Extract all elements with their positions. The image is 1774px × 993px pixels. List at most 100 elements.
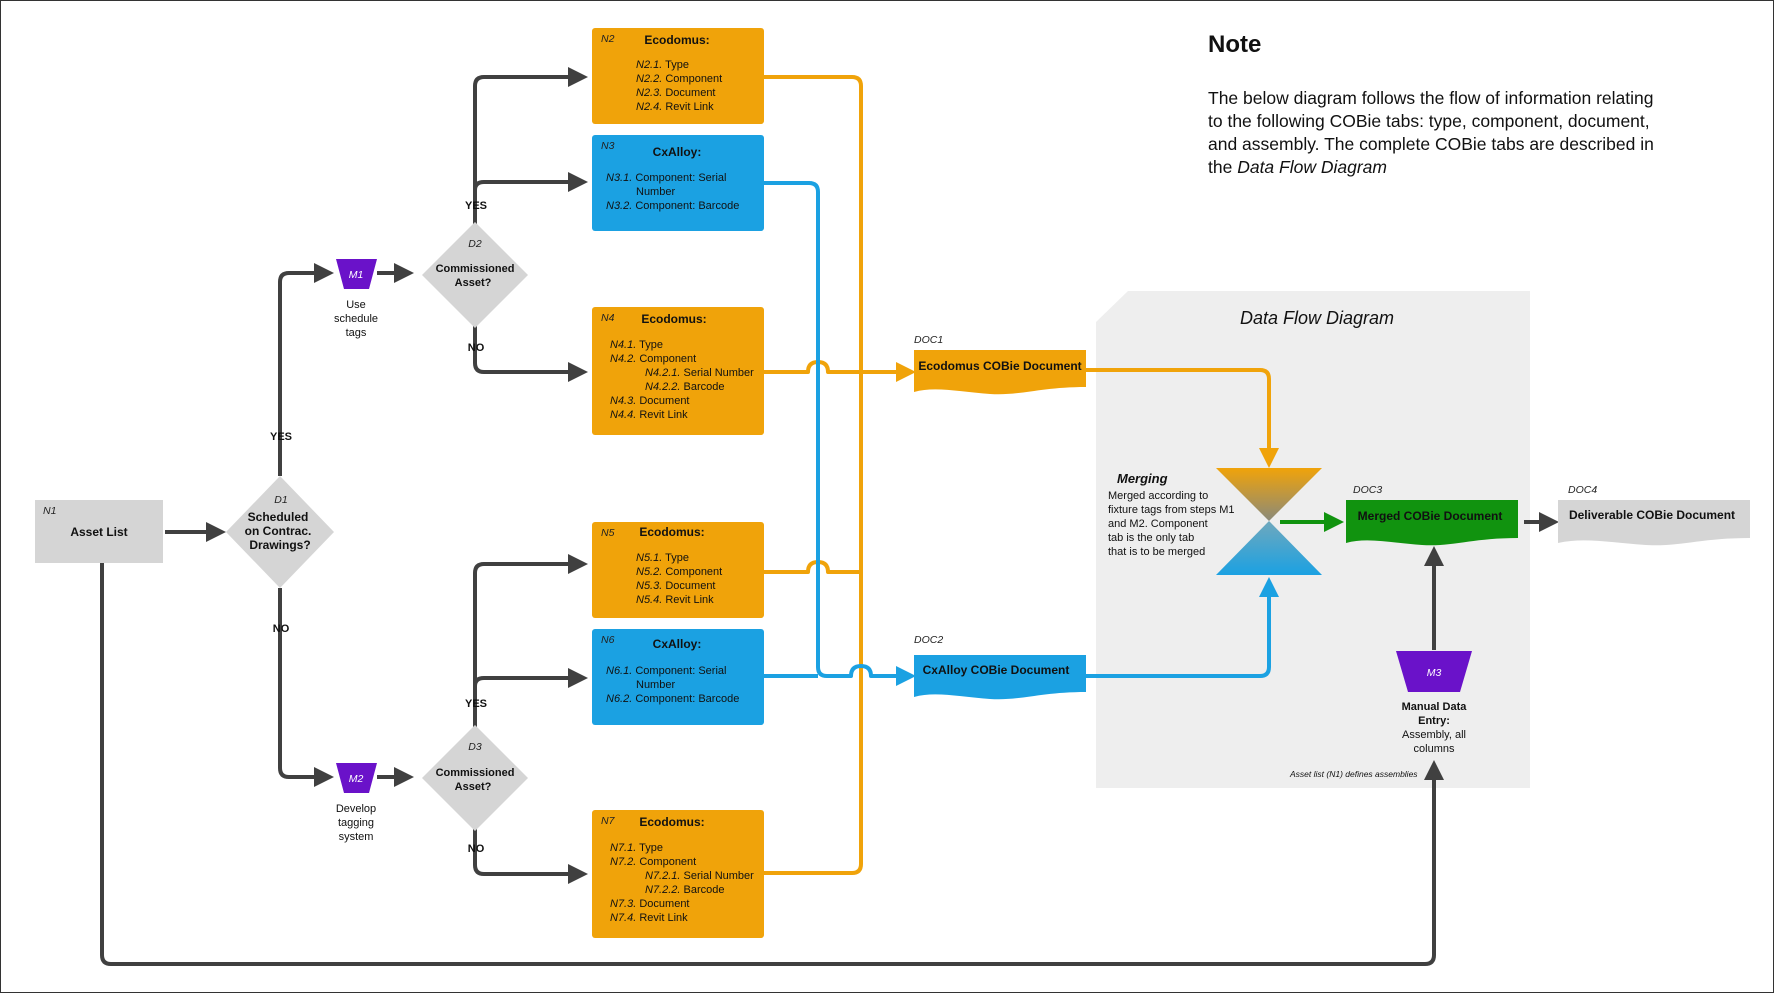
svg-text:CxAlloy COBie Document: CxAlloy COBie Document [923,663,1070,677]
svg-text:N7.1. Type: N7.1. Type [610,842,663,854]
svg-text:N2.3. Document: N2.3. Document [636,87,716,99]
svg-text:N4: N4 [601,312,615,324]
arrow-d2-n3 [473,172,588,192]
svg-text:N7.4. Revit Link: N7.4. Revit Link [610,912,688,924]
svg-text:N4.3. Document: N4.3. Document [610,395,690,407]
line-doc2-merge [1086,577,1279,678]
line-n4-doc1 [764,360,916,382]
svg-text:Ecodomus:: Ecodomus: [641,312,706,326]
svg-text:Ecodomus:: Ecodomus: [639,815,704,829]
svg-text:Commissioned: Commissioned [436,263,515,275]
d1-yes-label: YES [270,431,292,443]
svg-text:Ecodomus COBie Document: Ecodomus COBie Document [918,359,1081,373]
d2-yes-label: YES [465,200,487,212]
svg-text:N5.4. Revit Link: N5.4. Revit Link [636,594,714,606]
svg-text:Manual Data: Manual Data [1402,701,1468,713]
svg-text:N2.4. Revit Link: N2.4. Revit Link [636,101,714,113]
svg-text:DOC4: DOC4 [1568,484,1597,496]
d3-no-label: NO [468,843,485,855]
svg-text:N5.1. Type: N5.1. Type [636,552,689,564]
document-doc4-deliverable: DOC4 Deliverable COBie Document [1558,484,1750,546]
svg-text:Merged according to: Merged according to [1108,490,1208,502]
svg-text:N4.4. Revit Link: N4.4. Revit Link [610,409,688,421]
arrow-d1-m2 [278,588,334,787]
svg-text:M2: M2 [349,773,364,785]
node-n6-cxalloy: N6 CxAlloy: N6.1. Component: Serial Numb… [592,629,764,725]
decision-d2: D2 Commissioned Asset? YES NO [422,200,528,354]
svg-text:N4.1. Type: N4.1. Type [610,339,663,351]
svg-text:Ecodomus:: Ecodomus: [639,525,704,539]
line-n3-doc2 [764,181,916,686]
svg-text:M3: M3 [1427,667,1442,679]
svg-text:N5: N5 [601,527,615,539]
svg-text:on Contrac.: on Contrac. [245,524,312,538]
svg-text:N3: N3 [601,140,615,152]
svg-text:N4.2. Component: N4.2. Component [610,353,696,365]
svg-text:D3: D3 [468,741,482,753]
svg-text:N2.1. Type: N2.1. Type [636,59,689,71]
svg-text:columns: columns [1414,743,1455,755]
svg-text:DOC2: DOC2 [914,634,943,646]
manual-op-m2: M2 Develop tagging system [336,763,377,843]
d1-no-label: NO [273,623,290,635]
svg-text:tags: tags [346,327,367,339]
svg-text:tab is the only tab: tab is the only tab [1108,532,1194,544]
blue-connectors [764,181,1279,686]
svg-text:Scheduled: Scheduled [248,510,309,524]
node-n4-ecodomus: N4 Ecodomus: N4.1. Type N4.2. Component … [592,307,764,435]
svg-text:N2.2. Component: N2.2. Component [636,73,722,85]
svg-text:DOC3: DOC3 [1353,484,1382,496]
svg-text:N7.2.2. Barcode: N7.2.2. Barcode [645,884,725,896]
svg-text:Use: Use [346,299,366,311]
svg-text:N6.1. Component: Serial: N6.1. Component: Serial [606,665,726,677]
svg-text:Asset?: Asset? [455,277,492,289]
svg-text:N7.3. Document: N7.3. Document [610,898,690,910]
svg-text:N4.2.2. Barcode: N4.2.2. Barcode [645,381,725,393]
document-doc1-ecodomus: DOC1 Ecodomus COBie Document [914,334,1086,395]
svg-text:Entry:: Entry: [1418,715,1450,727]
arrow-n1-m3 [100,563,1444,966]
svg-text:and M2. Component: and M2. Component [1108,518,1208,530]
d2-no-label: NO [468,342,485,354]
svg-text:Deliverable COBie Document: Deliverable COBie Document [1569,508,1735,522]
note-title: Note [1208,31,1261,58]
svg-text:Merging: Merging [1117,471,1168,486]
arrow-d2-n2 [473,67,588,225]
svg-text:Asset List: Asset List [70,525,127,539]
svg-text:D2: D2 [468,238,482,250]
svg-text:N6: N6 [601,634,615,646]
svg-text:N1: N1 [43,505,56,517]
decision-d3: D3 Commissioned Asset? YES NO [422,698,528,855]
svg-text:Merged COBie Document: Merged COBie Document [1358,509,1503,523]
document-doc3-merged: DOC3 Merged COBie Document [1346,484,1518,546]
document-doc2-cxalloy: DOC2 CxAlloy COBie Document [914,634,1086,700]
svg-text:Number: Number [636,186,675,198]
manual-op-m3: M3 Manual Data Entry: Assembly, all colu… [1396,651,1472,755]
svg-text:N4.2.1. Serial Number: N4.2.1. Serial Number [645,367,754,379]
arrow-d2-n4 [473,325,588,382]
svg-text:D1: D1 [274,494,287,506]
svg-text:tagging: tagging [338,817,374,829]
svg-text:that is to be merged: that is to be merged [1108,546,1205,558]
svg-text:the Data Flow Diagram: the Data Flow Diagram [1208,157,1387,177]
arrow-d1-m1 [278,263,334,476]
svg-text:N6.2. Component: Barcode: N6.2. Component: Barcode [606,693,739,705]
merge-hourglass [1216,468,1322,575]
arrow-d3-n7 [473,829,588,884]
svg-text:Number: Number [636,679,675,691]
svg-text:N2: N2 [601,33,615,45]
svg-text:Commissioned: Commissioned [436,767,515,779]
svg-text:Asset?: Asset? [455,781,492,793]
node-n7-ecodomus: N7 Ecodomus: N7.1. Type N7.2. Component … [592,810,764,938]
svg-text:schedule: schedule [334,313,378,325]
svg-text:N3.1. Component: Serial: N3.1. Component: Serial [606,172,726,184]
node-n2-ecodomus: N2 Ecodomus: N2.1. Type N2.2. Component … [592,28,764,124]
svg-text:N3.2. Component: Barcode: N3.2. Component: Barcode [606,200,739,212]
node-n1-asset-list: N1 Asset List [35,500,163,563]
line-n2-bus [764,75,863,875]
arrow-d3-n6 [473,668,588,688]
svg-text:fixture tags from steps M1: fixture tags from steps M1 [1108,504,1235,516]
arrow-d3-n5 [473,554,588,729]
svg-text:N7.2.1. Serial Number: N7.2.1. Serial Number [645,870,754,882]
svg-text:and assembly. The complete COB: and assembly. The complete COBie tabs ar… [1208,134,1654,154]
